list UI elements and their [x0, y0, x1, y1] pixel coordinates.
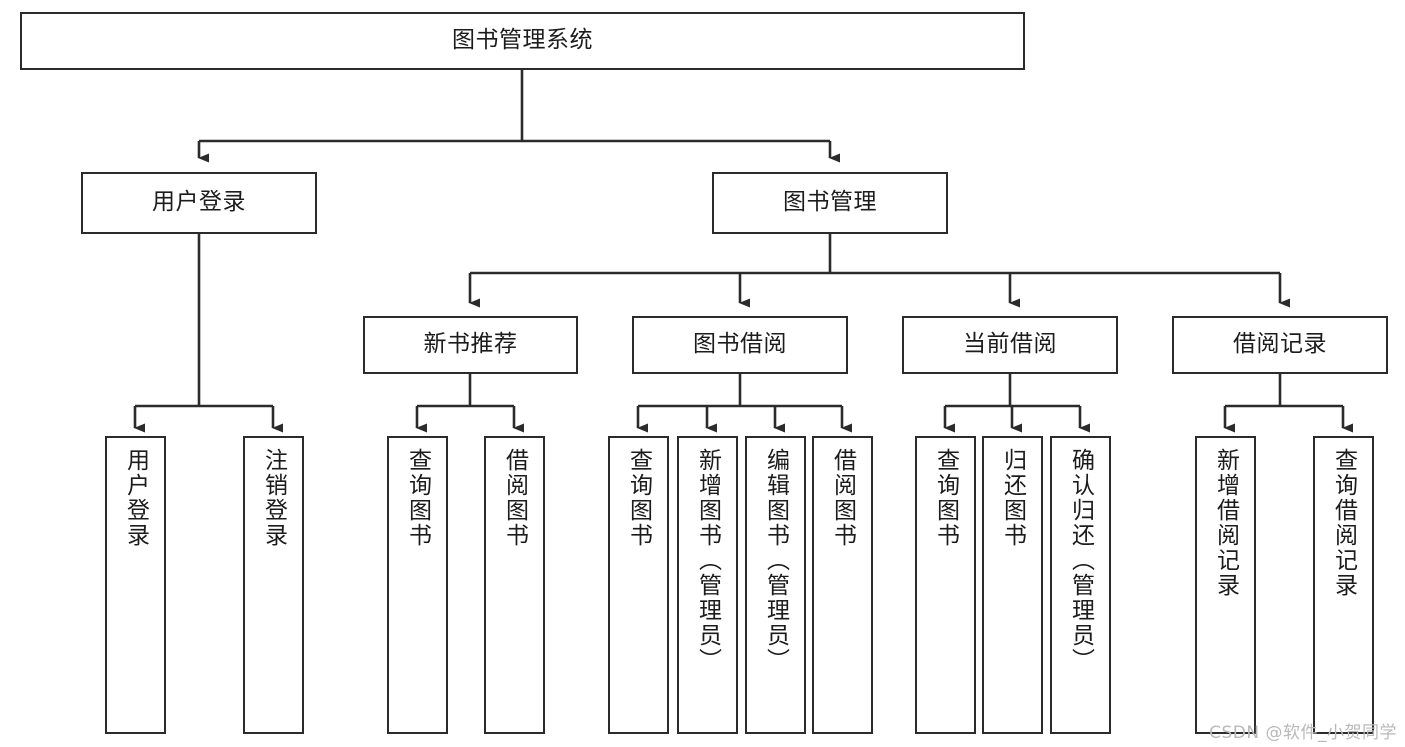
node-leaf-query-book-1-label: 查询图书	[404, 448, 431, 548]
node-leaf-query-book-3[interactable]: 查询图书	[915, 436, 976, 734]
node-user-login-label: 用户登录	[152, 189, 246, 216]
node-leaf-return-book-label: 归还图书	[999, 448, 1026, 548]
node-leaf-query-book-2-label: 查询图书	[625, 448, 652, 548]
node-leaf-borrow-book-1[interactable]: 借阅图书	[484, 436, 545, 734]
node-new-book-rec[interactable]: 新书推荐	[363, 316, 578, 374]
watermark-text: CSDN @软件_小贺同学	[1209, 723, 1397, 743]
node-leaf-logout[interactable]: 注销登录	[243, 436, 304, 734]
node-leaf-add-record[interactable]: 新增借阅记录	[1195, 436, 1256, 734]
node-root-label: 图书管理系统	[452, 27, 593, 54]
node-leaf-borrow-book-2[interactable]: 借阅图书	[812, 436, 873, 734]
node-leaf-query-record[interactable]: 查询借阅记录	[1313, 436, 1374, 734]
node-current-borrow-label: 当前借阅	[963, 331, 1057, 358]
node-leaf-edit-book[interactable]: 编辑图书（管理员）	[745, 436, 806, 734]
node-leaf-add-book-label: 新增图书（管理员）	[694, 448, 721, 673]
node-leaf-borrow-book-1-label: 借阅图书	[501, 448, 528, 548]
node-leaf-confirm-return[interactable]: 确认归还（管理员）	[1050, 436, 1111, 734]
node-leaf-user-login-label: 用户登录	[122, 448, 149, 548]
node-new-book-rec-label: 新书推荐	[423, 331, 518, 358]
node-leaf-query-record-label: 查询借阅记录	[1330, 448, 1357, 598]
node-leaf-query-book-2[interactable]: 查询图书	[608, 436, 669, 734]
node-leaf-borrow-book-2-label: 借阅图书	[829, 448, 856, 548]
node-current-borrow[interactable]: 当前借阅	[902, 316, 1118, 374]
node-leaf-logout-label: 注销登录	[260, 448, 287, 548]
node-book-manage-label: 图书管理	[783, 189, 877, 216]
node-book-manage[interactable]: 图书管理	[712, 172, 948, 234]
node-leaf-return-book[interactable]: 归还图书	[982, 436, 1043, 734]
node-leaf-query-book-3-label: 查询图书	[932, 448, 959, 548]
node-leaf-confirm-return-label: 确认归还（管理员）	[1067, 448, 1094, 673]
node-book-borrow-label: 图书借阅	[693, 331, 787, 358]
node-borrow-record-label: 借阅记录	[1233, 331, 1327, 358]
node-borrow-record[interactable]: 借阅记录	[1172, 316, 1388, 374]
node-leaf-add-book[interactable]: 新增图书（管理员）	[677, 436, 738, 734]
node-user-login[interactable]: 用户登录	[81, 172, 317, 234]
node-book-borrow[interactable]: 图书借阅	[632, 316, 848, 374]
node-root[interactable]: 图书管理系统	[20, 12, 1025, 70]
node-leaf-query-book-1[interactable]: 查询图书	[387, 436, 448, 734]
node-leaf-user-login[interactable]: 用户登录	[105, 436, 166, 734]
node-leaf-add-record-label: 新增借阅记录	[1212, 448, 1239, 598]
node-leaf-edit-book-label: 编辑图书（管理员）	[762, 448, 789, 673]
